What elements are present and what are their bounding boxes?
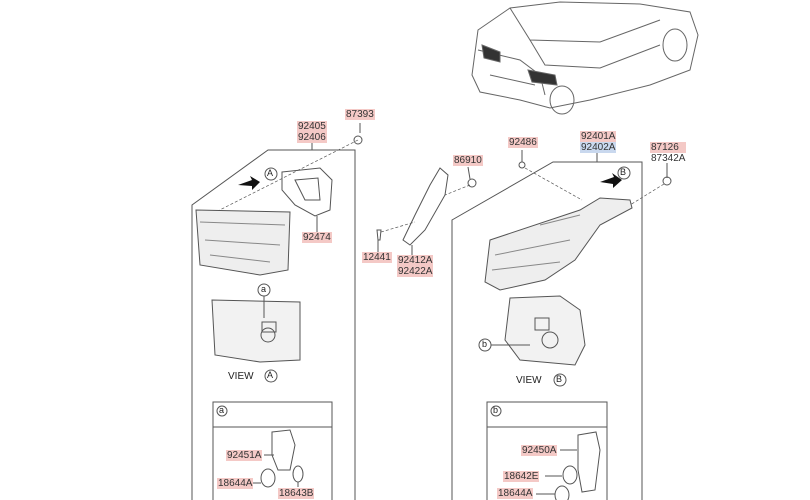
part-number[interactable]: 12441	[362, 252, 392, 263]
part-number[interactable]: 86910	[453, 155, 483, 166]
subbox-a-letter: a	[219, 405, 225, 415]
subbox-b-letter: b	[493, 405, 499, 415]
part-label-18642E[interactable]: 18642E	[503, 471, 540, 482]
part-number[interactable]: 18643B	[278, 488, 315, 499]
part-number[interactable]: 92401A	[580, 131, 617, 142]
part-number[interactable]: 92474	[302, 232, 332, 243]
part-label-18644A-b[interactable]: 18644A	[497, 488, 534, 499]
gasket	[281, 167, 333, 217]
view-a-letter: A	[267, 370, 274, 380]
part-label-92451A[interactable]: 92451A	[226, 450, 263, 461]
view-marker-a-upper: A	[267, 168, 274, 178]
arrow-icon	[600, 173, 622, 188]
view-b-label: VIEW	[516, 375, 542, 386]
left-frame	[191, 149, 356, 500]
part-label-18644A[interactable]: 18644A	[217, 478, 254, 489]
view-a-label: VIEW	[228, 371, 254, 382]
part-number[interactable]: 92402A	[580, 142, 617, 153]
part-label-92486[interactable]: 92486	[508, 137, 538, 148]
part-number[interactable]: 92406	[297, 132, 327, 143]
car-illustration	[471, 1, 699, 115]
part-number[interactable]: 92412A	[397, 255, 434, 266]
part-number[interactable]: 87126	[650, 142, 687, 153]
part-number[interactable]: 92451A	[226, 450, 263, 461]
view-marker-b-upper: B	[620, 167, 627, 177]
callout-a: a	[261, 284, 267, 294]
part-label-86910[interactable]: 86910	[453, 155, 483, 166]
outer-lamp-right	[484, 197, 633, 291]
view-a-lamp	[211, 299, 301, 363]
part-label-12441[interactable]: 12441	[362, 252, 392, 263]
part-number[interactable]: 92450A	[521, 445, 558, 456]
part-label-87393[interactable]: 87393	[345, 109, 375, 120]
right-frame	[451, 161, 643, 500]
part-label-92450A[interactable]: 92450A	[521, 445, 558, 456]
part-number[interactable]: 92422A	[397, 266, 434, 277]
part-number[interactable]: 18642E	[503, 471, 540, 482]
part-number[interactable]: 87342A	[651, 153, 686, 164]
part-number[interactable]: 92405	[297, 121, 327, 132]
part-number[interactable]: 92486	[508, 137, 538, 148]
side-reflector	[402, 167, 449, 246]
part-number[interactable]: 87393	[345, 109, 375, 120]
part-label-92474[interactable]: 92474	[302, 232, 332, 243]
callout-b: b	[482, 339, 488, 349]
arrow-icon	[238, 176, 260, 190]
part-number[interactable]: 18644A	[217, 478, 254, 489]
part-label-18643B[interactable]: 18643B	[278, 488, 315, 499]
part-number[interactable]: 18644A	[497, 488, 534, 499]
view-b-letter: B	[556, 374, 563, 384]
